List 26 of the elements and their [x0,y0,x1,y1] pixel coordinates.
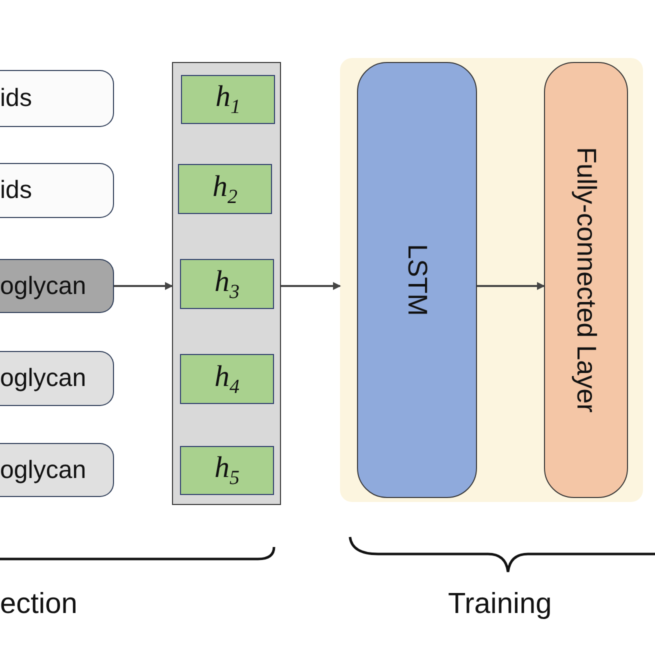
box-label: oglycan [0,364,86,393]
input-box [0,259,114,313]
layer-label: Fully-connected Layer [570,147,602,413]
layer-box [544,62,628,498]
box-label: oglycan [0,456,86,484]
hidden-state-box: h$_{1}$ [181,75,275,124]
hidden-state-box: h$_{5}$ [180,446,274,495]
section-label: Training [448,588,552,621]
hidden-state-box: h$_{3}$ [180,259,274,309]
hidden-state-box: h$_{4}$ [180,354,274,404]
section-label: ection [0,588,78,621]
input-box [0,443,114,497]
layer-label: LSTM [402,244,432,316]
arrow [281,282,341,290]
layer-box [357,62,477,498]
training-panel [340,58,643,502]
hidden-state-box: h$_{2}$ [178,164,272,214]
input-box [0,163,114,218]
arrow [477,282,545,290]
box-label: ids [0,84,32,113]
box-label: ids [0,176,32,205]
vector-column [172,62,281,505]
box-label: oglycan [0,272,86,300]
input-box [0,70,114,127]
arrow [114,282,173,290]
input-box [0,351,114,406]
